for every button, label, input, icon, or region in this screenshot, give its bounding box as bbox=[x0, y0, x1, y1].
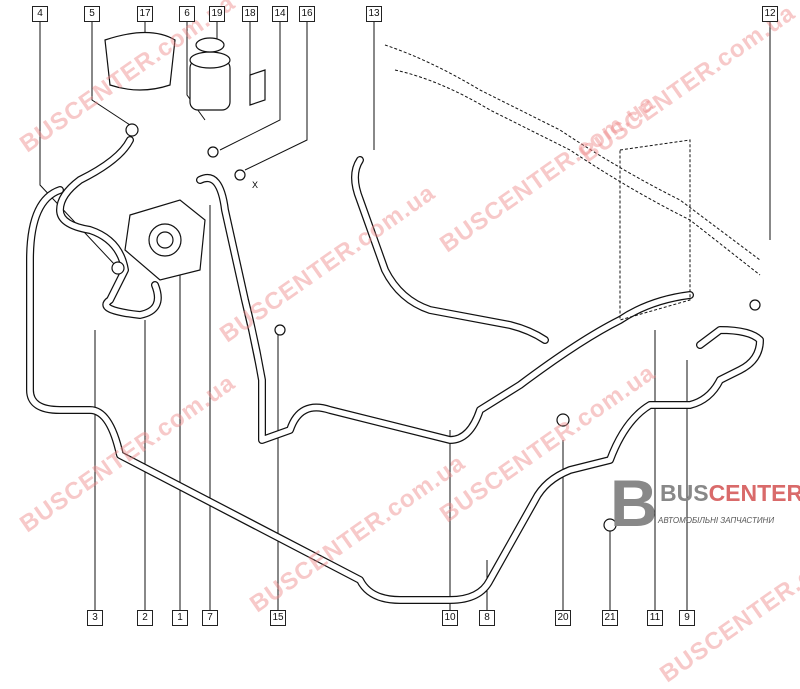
logo-name: BUSCENTER bbox=[660, 480, 800, 507]
callout-3: 3 bbox=[87, 610, 103, 626]
logo-letter: B bbox=[610, 466, 658, 540]
callout-16: 16 bbox=[299, 6, 315, 22]
callout-4: 4 bbox=[32, 6, 48, 22]
callout-12: 12 bbox=[762, 6, 778, 22]
callout-8: 8 bbox=[479, 610, 495, 626]
buscenter-logo: B BUSCENTER АВТОМОБІЛЬНІ ЗАПЧАСТИНИ bbox=[600, 470, 800, 550]
callout-2: 2 bbox=[137, 610, 153, 626]
logo-name-part2: CENTER bbox=[708, 480, 800, 506]
callout-19: 19 bbox=[209, 6, 225, 22]
callout-7: 7 bbox=[202, 610, 218, 626]
callout-11: 11 bbox=[647, 610, 663, 626]
x-marker: X bbox=[252, 180, 259, 190]
callout-1: 1 bbox=[172, 610, 188, 626]
callout-14: 14 bbox=[272, 6, 288, 22]
callout-18: 18 bbox=[242, 6, 258, 22]
callout-21: 21 bbox=[602, 610, 618, 626]
callout-9: 9 bbox=[679, 610, 695, 626]
callout-20: 20 bbox=[555, 610, 571, 626]
callout-13: 13 bbox=[366, 6, 382, 22]
callout-15: 15 bbox=[270, 610, 286, 626]
callout-17: 17 bbox=[137, 6, 153, 22]
callout-10: 10 bbox=[442, 610, 458, 626]
logo-name-part1: BUS bbox=[660, 480, 709, 506]
logo-subtitle: АВТОМОБІЛЬНІ ЗАПЧАСТИНИ bbox=[658, 516, 775, 525]
callout-5: 5 bbox=[84, 6, 100, 22]
callout-6: 6 bbox=[179, 6, 195, 22]
power-steering-diagram bbox=[26, 22, 771, 610]
